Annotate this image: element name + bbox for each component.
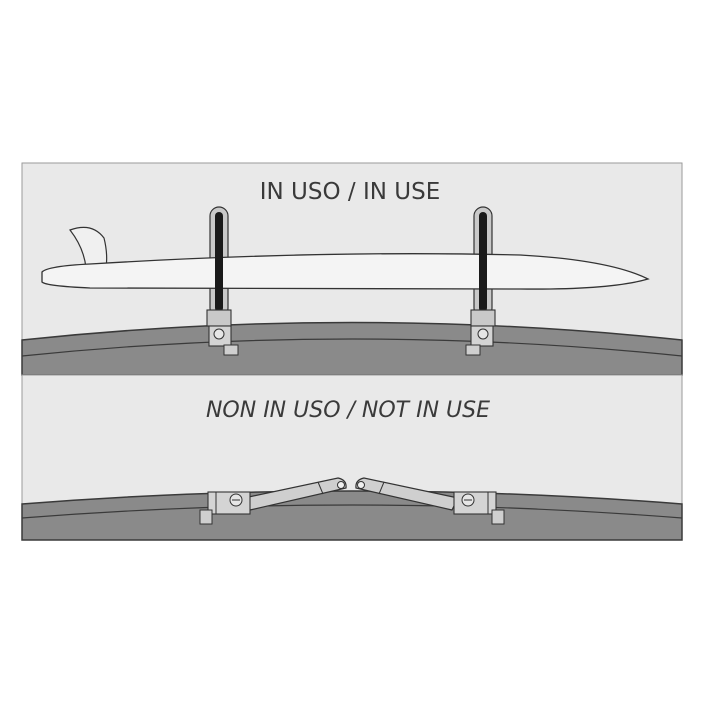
panel-not-in-use-title: NON IN USO / NOT IN USE (206, 398, 490, 423)
car-roof-line (21, 338, 683, 357)
car-roof-top (21, 321, 683, 376)
panel-in-use: IN USO / IN USE (21, 162, 683, 376)
strap-right (479, 250, 487, 295)
surfboard-fin (69, 226, 108, 269)
clamp-base-right (465, 309, 496, 356)
panel-in-use-title: IN USO / IN USE (260, 179, 440, 205)
folded-arm-left (243, 477, 347, 511)
panel-not-in-use: NON IN USO / NOT IN USE (21, 374, 683, 541)
clamp-folded-right (453, 491, 505, 525)
clamp-base-left (206, 309, 239, 356)
surfboard (41, 253, 650, 290)
strap-left (215, 250, 223, 295)
clamp-folded-left (199, 491, 251, 525)
folded-arm-right (355, 477, 459, 511)
car-roof-top-folded (21, 490, 683, 541)
car-roof-line-folded (21, 504, 683, 519)
